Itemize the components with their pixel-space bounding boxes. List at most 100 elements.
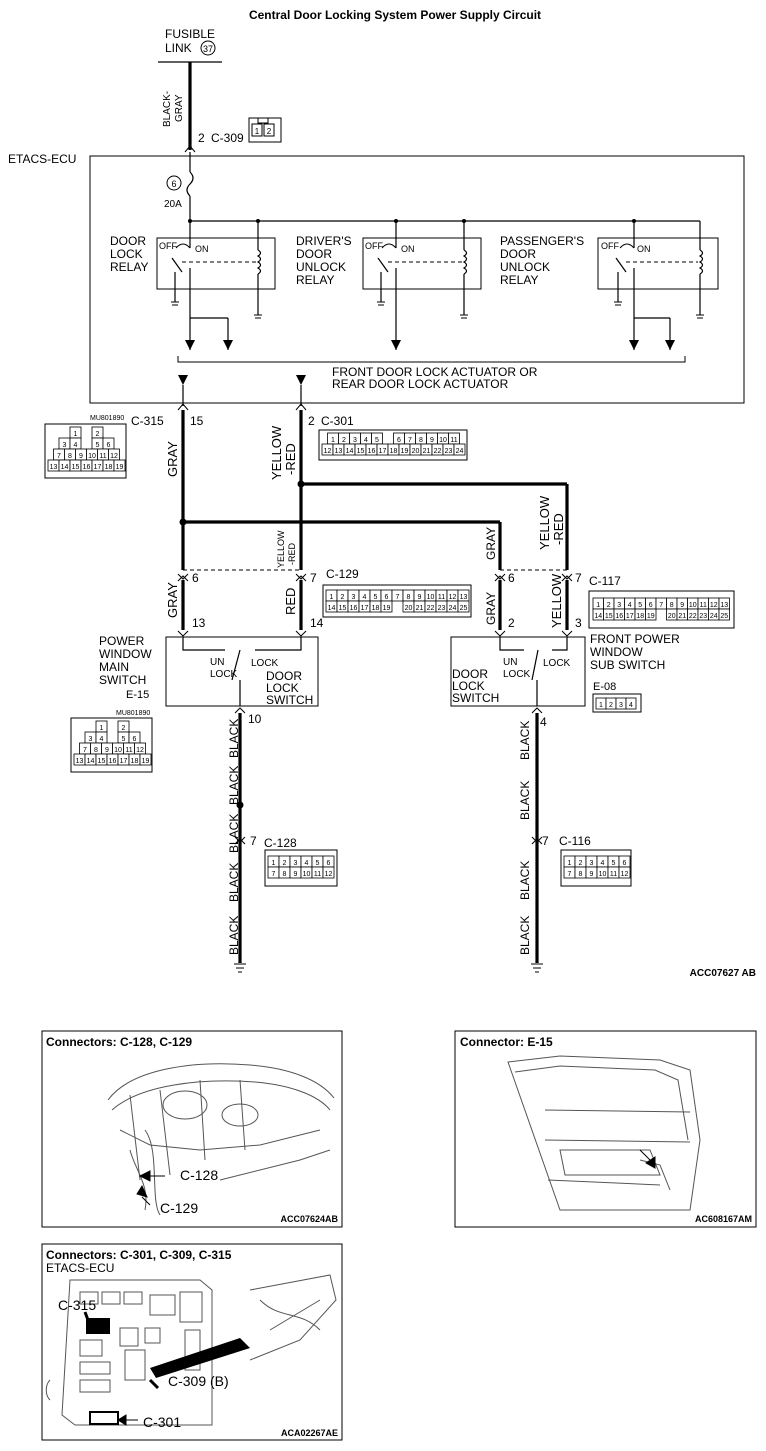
panel3-callout-c309: C-309 (B) [168,1373,229,1389]
connector-pin-label: 25 [460,605,468,612]
connector-pin-label: 9 [680,602,684,609]
connector-pin-label: 3 [590,860,594,867]
pin-6-c117: 6 [508,571,515,585]
connector-pin-label: 17 [361,605,369,612]
connector-pin-label: 17 [379,448,387,455]
connector-pin-label: 2 [342,437,346,444]
panel2-title: Connector: E-15 [460,1035,553,1049]
panel-e15 [454,1030,757,1228]
connector-pin-label: 8 [579,871,583,878]
svg-text:UNLOCK: UNLOCK [296,260,346,274]
connector-pin-label: 16 [368,448,376,455]
main-switch-label-2: WINDOW [99,647,152,661]
connector-frame [70,717,153,773]
connector-pin-label: 8 [407,594,411,601]
connector-frame [264,849,338,887]
panel2-code: AC608167AM [695,1214,752,1224]
pin-7-c116: 7 [542,834,549,848]
connector-pin-label: 1 [599,702,603,709]
pin-6-c129: 6 [192,571,199,585]
fuse-icon [186,171,194,197]
connector-pin-label: 16 [83,464,91,471]
connector-frame [322,584,472,618]
connector-pin-label: 5 [612,860,616,867]
connector-pin-label: 2 [607,602,611,609]
main-switch-label-4: SWITCH [99,673,146,687]
connector-pin-label: 12 [621,871,629,878]
svg-text:OFF: OFF [601,241,619,251]
c315-part-code: MU801890 [90,415,124,422]
connector-pin-label: 4 [628,602,632,609]
main-switch-box [165,636,319,707]
connector-c309-icon: 1 2 [248,117,282,143]
connector-pin-label: 17 [120,758,128,765]
connector-pin [380,600,393,613]
sub-switch-label-3: SUB SWITCH [590,658,665,672]
pin-7-c129: 7 [310,571,317,585]
sub-lock-label: LOCK [543,658,571,669]
connector-pin-label: 24 [449,605,457,612]
connector-pin-label: 3 [294,860,298,867]
connector-pin-label: 16 [350,605,358,612]
connector-pin [625,697,637,710]
sub-door-lock-switch-1: DOOR [452,667,488,681]
connector-pin-label: 1 [596,602,600,609]
connector-pin-label: 7 [272,871,276,878]
connector-pin-label: 6 [327,860,331,867]
connector-pin-label: 14 [61,464,69,471]
connector-pin-label: 6 [623,860,627,867]
connector-pin-label: 7 [408,437,412,444]
connector-pin-label: 5 [374,594,378,601]
connector-pin-label: 7 [568,871,572,878]
fusible-number: 37 [203,44,213,54]
actuator-note-2: REAR DOOR LOCK ACTUATOR [332,377,509,391]
connector-pin-label: 9 [430,437,434,444]
connector-pin-label: 14 [346,448,354,455]
wire-label-red-1: -RED [283,443,298,475]
etacs-ecu-illustration [45,1274,337,1426]
connector-pin-label: 15 [357,448,365,455]
panel1-title: Connectors: C-128, C-129 [46,1035,192,1049]
connector-pin-label: 14 [594,613,602,620]
connector-pin-label: 6 [107,442,111,449]
connector-frame [592,693,642,713]
connector-pin-label: 9 [418,594,422,601]
connector-pin [113,459,126,472]
connector-pin-label: 17 [94,464,102,471]
connector-pin-label: 2 [283,860,287,867]
connector-pin-label: 10 [599,871,607,878]
connector-pin-label: 4 [629,702,633,709]
connector-frame [588,590,735,629]
connector-pin-label: 14 [328,605,336,612]
connector-pin-label: 5 [638,602,642,609]
fuse-rating: 20A [164,199,182,210]
connector-pin-label: 13 [720,602,728,609]
connector-pin-label: 11 [99,453,106,460]
main-switch-label-1: POWER [99,634,145,648]
connector-pin-label: 1 [272,860,276,867]
connector-pin-label: 20 [412,448,420,455]
pin-4: 4 [540,715,547,729]
connector-pin-label: 8 [670,602,674,609]
connector-pin-label: 10 [303,871,311,878]
connector-pin-label: 8 [283,871,287,878]
panel-c301-c309-c315 [41,1243,343,1441]
sub-switch-box [450,636,586,707]
wire-label-gray-2: GRAY [484,527,498,560]
connector-pin [322,866,335,879]
connector-pin-label: 19 [647,613,655,620]
pin-2-c117: 2 [508,616,515,630]
connector-pin-label: 15 [72,464,80,471]
pin-10: 10 [248,712,262,726]
connector-pin-label: 10 [114,747,122,754]
connector-pin-label: 2 [579,860,583,867]
wire-label-black-2: BLACK [227,766,241,805]
connector-pin-label: 14 [87,758,95,765]
connector-pin-label: 13 [335,448,343,455]
connector-pin-label: 11 [438,594,445,601]
connector-pin-label: 23 [699,613,707,620]
connector-pin-label: 22 [689,613,697,620]
diagram-title: Central Door Locking System Power Supply… [249,8,541,22]
svg-text:OFF: OFF [365,241,383,251]
